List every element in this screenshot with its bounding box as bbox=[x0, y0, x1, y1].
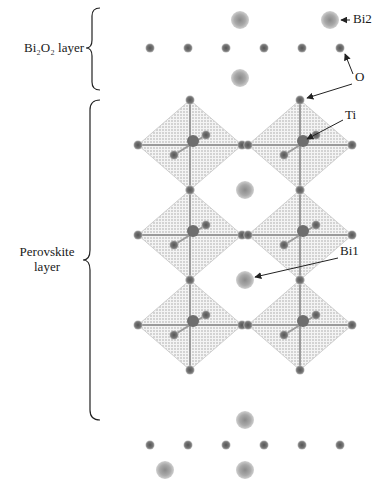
layer-label: Perovskite layer bbox=[14, 245, 80, 275]
octahedron bbox=[248, 190, 352, 280]
octahedra bbox=[138, 100, 352, 370]
o-atom bbox=[296, 276, 305, 285]
bond bbox=[299, 145, 301, 190]
bond bbox=[189, 325, 191, 370]
o-atom bbox=[184, 44, 193, 53]
bi-atom bbox=[236, 271, 254, 289]
o-atom bbox=[170, 331, 179, 340]
leader-lines bbox=[255, 20, 353, 277]
o-atom bbox=[336, 441, 345, 450]
o-atom bbox=[348, 141, 357, 150]
bond bbox=[299, 235, 301, 280]
o-atom bbox=[312, 221, 321, 230]
leader-line bbox=[307, 120, 343, 139]
o-atom bbox=[186, 186, 195, 195]
o-atom bbox=[260, 44, 269, 53]
bi-atom bbox=[156, 461, 174, 479]
leader-line bbox=[345, 54, 353, 74]
o-atom bbox=[312, 131, 321, 140]
o-atom bbox=[202, 221, 211, 230]
atom-label: Bi1 bbox=[340, 244, 359, 259]
o-atom bbox=[260, 441, 269, 450]
bond bbox=[248, 234, 300, 236]
o-atom bbox=[186, 366, 195, 375]
bond bbox=[138, 234, 190, 236]
o-atom bbox=[280, 331, 289, 340]
brace bbox=[86, 8, 100, 90]
layer-label: Bi₂O₂ layer bbox=[24, 41, 84, 56]
o-atom bbox=[186, 276, 195, 285]
bi-atom bbox=[231, 69, 249, 87]
bond bbox=[138, 144, 190, 146]
bi-atom bbox=[236, 461, 254, 479]
o-atom bbox=[296, 96, 305, 105]
octahedron bbox=[138, 100, 242, 190]
o-atom bbox=[146, 441, 155, 450]
ti-atom bbox=[187, 315, 199, 327]
leader-line bbox=[307, 84, 352, 98]
bond bbox=[248, 144, 300, 146]
o-atom bbox=[184, 441, 193, 450]
o-atom bbox=[222, 441, 231, 450]
bond bbox=[189, 235, 191, 280]
bond bbox=[189, 145, 191, 190]
bond bbox=[138, 324, 190, 326]
bi-atom bbox=[236, 181, 254, 199]
octahedron bbox=[138, 190, 242, 280]
o-atom bbox=[202, 131, 211, 140]
braces bbox=[83, 8, 100, 420]
o-atom bbox=[280, 151, 289, 160]
ti-atom bbox=[297, 225, 309, 237]
o-atom bbox=[134, 141, 143, 150]
o-atom bbox=[336, 44, 345, 53]
o-atom bbox=[280, 241, 289, 250]
o-atom bbox=[298, 441, 307, 450]
o-atom bbox=[170, 151, 179, 160]
o-atom bbox=[134, 231, 143, 240]
octahedron bbox=[248, 100, 352, 190]
atom-label: Ti bbox=[345, 108, 356, 123]
atom-label: Bi2 bbox=[353, 12, 372, 27]
o-atom bbox=[312, 311, 321, 320]
o-atom bbox=[296, 186, 305, 195]
ti-atom bbox=[187, 135, 199, 147]
bi-atom bbox=[236, 411, 254, 429]
octahedron bbox=[138, 280, 242, 370]
o-atom bbox=[296, 276, 305, 285]
ti-atom bbox=[297, 315, 309, 327]
o-atom bbox=[202, 311, 211, 320]
bonds bbox=[138, 100, 352, 370]
o-atom bbox=[186, 276, 195, 285]
atom-label: O bbox=[355, 70, 364, 85]
o-atom bbox=[244, 141, 253, 150]
ti-atom bbox=[297, 135, 309, 147]
brace bbox=[83, 100, 100, 420]
atoms bbox=[134, 11, 357, 479]
o-atom bbox=[186, 186, 195, 195]
o-atom bbox=[186, 96, 195, 105]
o-atom bbox=[134, 321, 143, 330]
leader-line bbox=[341, 20, 350, 21]
o-atom bbox=[348, 321, 357, 330]
bi-atom bbox=[321, 11, 339, 29]
octahedron bbox=[248, 280, 352, 370]
o-atom bbox=[222, 44, 231, 53]
o-atom bbox=[244, 321, 253, 330]
o-atom bbox=[296, 366, 305, 375]
o-atom bbox=[170, 241, 179, 250]
bond bbox=[248, 324, 300, 326]
bond bbox=[299, 325, 301, 370]
ti-atom bbox=[187, 225, 199, 237]
o-atom bbox=[146, 44, 155, 53]
o-atom bbox=[296, 186, 305, 195]
bi-atom bbox=[231, 11, 249, 29]
o-atom bbox=[244, 231, 253, 240]
o-atom bbox=[348, 231, 357, 240]
o-atom bbox=[298, 44, 307, 53]
leader-line bbox=[255, 258, 338, 277]
